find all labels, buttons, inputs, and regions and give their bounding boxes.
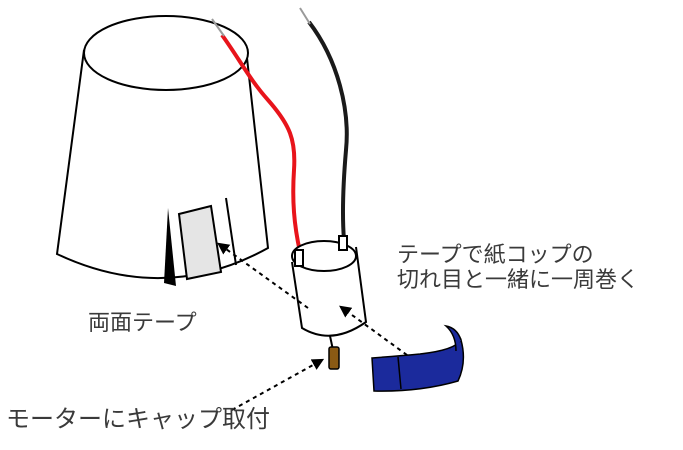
pointer-arrows <box>217 242 408 411</box>
motor-cap <box>328 346 340 370</box>
blue-tape-strip <box>371 324 465 392</box>
dc-motor <box>291 235 368 370</box>
paper-cup <box>55 15 270 286</box>
red-wire-tip <box>211 18 225 37</box>
label-wrap-line1: テープで紙コップの <box>397 243 594 268</box>
motor-terminal-right <box>338 235 348 251</box>
motor-terminal-left <box>294 249 304 267</box>
arrow-to-tape-patch <box>217 242 309 309</box>
label-motor-cap: モーターにキャップ取付 <box>6 405 270 433</box>
cup-slit <box>164 208 176 286</box>
cup-body <box>55 49 270 279</box>
label-wrap-line2: 切れ目と一緒に一周巻く <box>397 268 640 294</box>
arrow-to-motor-cap <box>231 358 325 411</box>
blue-tape-fold <box>397 356 402 390</box>
black-wire-tip <box>299 7 311 25</box>
double-sided-tape-patch <box>177 204 223 281</box>
label-wrap-instruction: テープで紙コップの 切れ目と一緒に一周巻く <box>397 243 639 294</box>
blue-tape-curl <box>443 324 462 352</box>
black-wire <box>307 20 349 241</box>
cup-rim <box>83 15 249 91</box>
blue-tape-front <box>371 338 465 392</box>
wires <box>211 7 349 253</box>
red-wire <box>220 33 302 253</box>
label-double-sided-tape: 両面テープ <box>88 311 197 336</box>
arrow-to-motor <box>339 305 408 356</box>
